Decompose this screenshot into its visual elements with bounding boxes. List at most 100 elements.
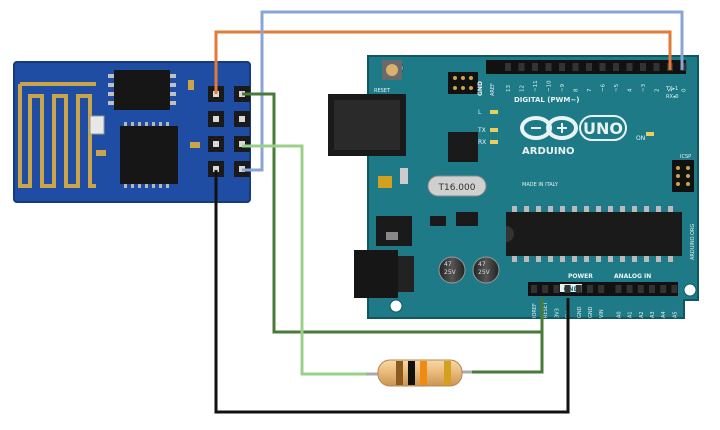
atmega328-chip: [506, 206, 682, 262]
power-pin-label: RESET: [543, 301, 549, 318]
voltage-regulator: [376, 216, 412, 246]
antenna-trace: [18, 82, 96, 188]
digital-pin-label: 12: [520, 85, 526, 92]
power-pin-socket: [598, 285, 605, 293]
power-pin-label: 3V3: [554, 308, 560, 318]
dc-power-jack: [354, 250, 398, 298]
power-pin-label: A3: [650, 311, 656, 318]
esp-pin-contact: [213, 141, 219, 147]
soc-pins: [124, 122, 169, 188]
gnd-power-label: GND: [564, 286, 579, 293]
resistor-to-3v3: [470, 332, 544, 374]
power-pin-socket: [553, 285, 560, 293]
cap-1-line-1: 47: [444, 261, 452, 268]
wires: [214, 10, 684, 414]
usb-serial-chip: [448, 132, 478, 162]
digital-pin-label: 4: [628, 88, 634, 92]
esp-pin-contact: [239, 141, 245, 147]
rx-led-label: RX: [478, 139, 486, 146]
flash-chip: [114, 70, 170, 110]
resistor-band: [408, 361, 415, 385]
digital-pin-socket: [599, 63, 606, 71]
power-pin-socket: [660, 285, 667, 293]
analog-in-label: ANALOG IN: [614, 273, 651, 280]
esp-soc-chip: [120, 126, 178, 184]
flash-chip-pins: [108, 74, 176, 105]
digital-pin-socket: [532, 63, 538, 71]
gnd-top-label: GND: [477, 81, 484, 96]
arduino-brand-text: ARDUINO: [522, 146, 574, 157]
resistor-band: [420, 361, 427, 385]
esp8266-module: [13, 61, 251, 203]
power-pin-socket: [531, 285, 537, 293]
power-pin-socket: [626, 285, 633, 293]
cap-2-line-1: 47: [478, 261, 486, 268]
tantalum-cap: [378, 176, 392, 188]
digital-pin-socket: [572, 63, 579, 71]
esp-gpio0-to-resistor: [242, 144, 368, 376]
reset-label: RESET: [374, 88, 391, 94]
digital-pin-socket: [559, 63, 565, 71]
digital-pin-label: 1: [668, 89, 674, 93]
digital-pin-label: ~10: [547, 80, 553, 92]
esp-led: [89, 115, 105, 135]
power-pin-socket: [615, 285, 622, 293]
esp-pin-contact: [239, 116, 245, 122]
resistor-band: [396, 361, 403, 385]
digital-pin-socket: [653, 63, 660, 71]
digital-pin-socket: [586, 63, 592, 71]
power-pin-socket: [637, 285, 644, 293]
power-pin-label: A2: [639, 311, 645, 318]
uno-logo-text: UNO: [583, 119, 623, 138]
power-pin-label: A4: [661, 311, 667, 318]
power-pin-label: IOREF: [532, 303, 538, 318]
cap-2-line-2: 25V: [478, 269, 491, 276]
on-led-label: ON: [636, 135, 645, 142]
digital-pin-socket: [545, 63, 552, 71]
digital-pin-label: ~6: [601, 83, 607, 92]
resistor: [366, 359, 472, 387]
resistor-band: [444, 361, 451, 385]
digital-pin-socket: [518, 63, 525, 71]
digital-pwm-label: DIGITAL (PWM~): [514, 96, 579, 104]
digital-pin-socket: [626, 63, 633, 71]
esp-rx-to-arduino-rx: [242, 10, 684, 172]
rx-pin-label: RX◂0: [666, 94, 679, 100]
power-pin-socket: [564, 285, 571, 293]
esp-gnd-to-arduino-gnd: [214, 170, 570, 414]
digital-pin-label: 13: [506, 85, 512, 92]
digital-pin-socket: [640, 63, 646, 71]
cap-1-line-2: 25V: [444, 269, 457, 276]
power-pin-label: GND: [577, 306, 583, 318]
power-label: POWER: [568, 273, 593, 280]
digital-pin-label: ~11: [533, 80, 539, 92]
power-pin-label: GND: [588, 306, 594, 318]
digital-pin-label: 8: [574, 88, 580, 92]
power-pin-label: VIN: [599, 309, 605, 318]
crystal: [427, 175, 487, 197]
power-pin-socket: [649, 285, 655, 293]
esp-pin-contact: [213, 116, 219, 122]
l-led-label: L: [478, 109, 482, 116]
digital-pin-socket: [505, 63, 511, 71]
digital-pin-label: 0: [682, 88, 688, 92]
tx-led-label: TX: [477, 127, 486, 134]
digital-pin-label: 7: [587, 88, 593, 92]
power-pin-socket: [542, 285, 549, 293]
digital-pin-label: 2: [655, 89, 661, 93]
icsp-label: ICSP: [680, 154, 691, 160]
digital-pin-label: ~9: [560, 83, 566, 92]
crystal-label: T16.000: [438, 183, 476, 193]
esp-chpd-to-3v3: [242, 92, 544, 334]
power-pin-label: A0: [616, 311, 622, 318]
power-pin-label: A1: [628, 311, 634, 318]
digital-pin-label: ~3: [641, 83, 647, 92]
